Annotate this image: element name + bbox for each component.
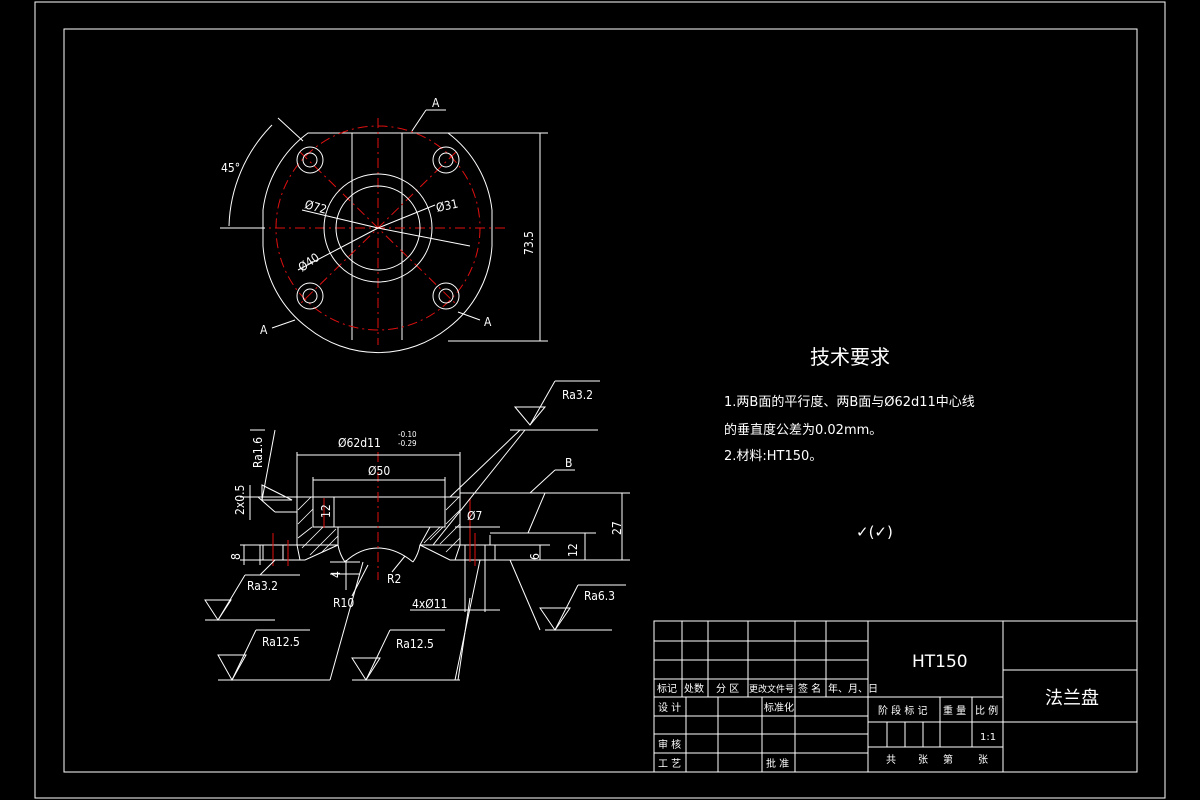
dia-72-label: Ø72 xyxy=(303,197,328,216)
tech-requirements: 技术要求 1.两B面的平行度、两B面与Ø62d11中心线 的垂直度公差为0.02… xyxy=(724,345,975,541)
radius-2-label: R2 xyxy=(387,572,401,586)
part-name-cell: 法兰盘 xyxy=(1045,688,1099,709)
bolt-hole-tl xyxy=(296,146,324,174)
review-label: 审 核 xyxy=(658,738,681,751)
header-doc: 更改文件号 xyxy=(749,683,794,695)
dia-7-label: Ø7 xyxy=(467,509,482,523)
top-view: A A A 45° Ø72 Ø31 Ø40 73.5 xyxy=(220,96,548,354)
radius-10-label: R10 xyxy=(333,596,354,610)
angle-label: 45° xyxy=(221,161,240,175)
total-label: 共 xyxy=(886,754,896,766)
fit-dia-label: Ø62d11 xyxy=(338,436,381,450)
roughness-mark: ✓(✓) xyxy=(856,523,893,541)
ra-3-2-top-label: Ra3.2 xyxy=(562,388,593,402)
dim-6: 6 xyxy=(528,553,542,560)
header-date: 年、月、日 xyxy=(828,682,878,695)
surface-b-label: B xyxy=(565,456,572,470)
dia-31-label: Ø31 xyxy=(435,197,460,215)
dia-50-label: Ø50 xyxy=(368,464,390,478)
tech-req-line3: 2.材料:HT150。 xyxy=(724,449,822,464)
section-a-right: A xyxy=(484,315,492,329)
weight-label: 重 量 xyxy=(943,704,966,717)
fit-upper-tol: -0.10 xyxy=(398,430,417,439)
sheets1-label: 张 xyxy=(918,754,928,766)
inner-frame xyxy=(63,28,1138,773)
header-sign: 签 名 xyxy=(798,682,821,695)
ra-12-5-b-label: Ra12.5 xyxy=(396,637,434,651)
design-label: 设 计 xyxy=(658,701,681,714)
stage-label: 阶 段 标 记 xyxy=(878,704,928,717)
dim-12-right: 12 xyxy=(566,543,580,557)
bolt-hole-bl xyxy=(296,282,324,310)
tech-req-line1: 1.两B面的平行度、两B面与Ø62d11中心线 xyxy=(724,394,975,410)
hatch-right xyxy=(419,496,461,561)
dim-8: 8 xyxy=(229,553,243,560)
header-mark: 标记 xyxy=(657,683,677,695)
scale-label: 比 例 xyxy=(975,704,998,717)
bolt-hole-tr xyxy=(432,146,460,174)
tech-req-title: 技术要求 xyxy=(810,345,890,369)
material-cell: HT150 xyxy=(912,652,968,672)
section-a-left: A xyxy=(260,323,268,337)
scale-value: 1:1 xyxy=(980,732,996,743)
fit-lower-tol: -0.29 xyxy=(398,439,417,448)
dim-4: 4 xyxy=(329,571,343,578)
dim-12-inner: 12 xyxy=(319,504,333,518)
header-count: 处数 xyxy=(684,682,704,695)
holes-label: 4xØ11 xyxy=(412,597,447,611)
tech-req-line2: 的垂直度公差为0.02mm。 xyxy=(724,422,882,438)
section-a-top: A xyxy=(432,96,440,110)
section-view: Ø62d11 -0.10 -0.29 Ø50 Ø7 4xØ11 R10 R2 2… xyxy=(204,380,630,682)
ra-3-2-left-label: Ra3.2 xyxy=(247,579,278,593)
title-block: HT150 法兰盘 标记 处数 分 区 更改文件号 签 名 年、月、日 设 计 … xyxy=(653,620,1138,773)
chamfer-label: 2x0.5 xyxy=(233,485,247,515)
outer-frame xyxy=(34,1,1166,799)
bolt-hole-br xyxy=(432,282,460,310)
standard-label: 标准化 xyxy=(764,701,794,714)
header-zone: 分 区 xyxy=(716,683,739,695)
dia-40-label: Ø40 xyxy=(296,250,322,274)
ra-6-3-label: Ra6.3 xyxy=(584,589,615,603)
ra-12-5-a-label: Ra12.5 xyxy=(262,635,300,649)
height-label: 73.5 xyxy=(522,231,536,255)
dim-27: 27 xyxy=(610,521,624,535)
ra-1-6-label: Ra1.6 xyxy=(251,437,265,468)
process-label: 工 艺 xyxy=(658,758,681,770)
page-label: 第 xyxy=(943,753,953,766)
sheets2-label: 张 xyxy=(978,754,988,766)
approve-label: 批 准 xyxy=(766,757,789,770)
